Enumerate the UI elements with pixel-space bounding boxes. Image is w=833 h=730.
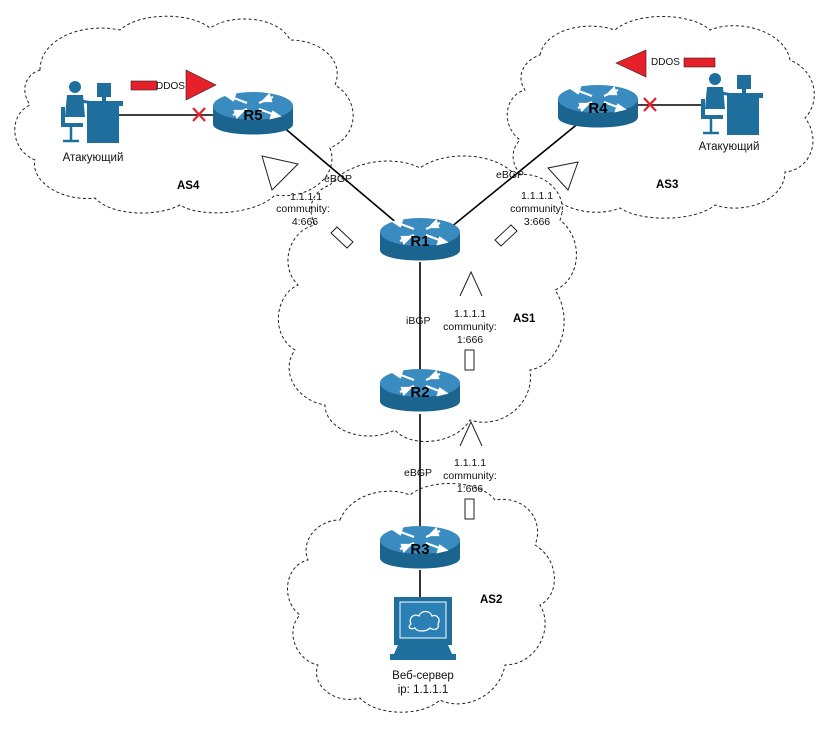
announce-r3-r2-community: 1:666 — [457, 483, 483, 495]
attacker-right-label: Атакующий — [699, 141, 760, 153]
router-r4: R4 — [556, 83, 640, 129]
announce-r2-r1-prefix: 1.1.1.1 — [454, 308, 486, 320]
announce-r2-r1-community: 1:666 — [457, 334, 483, 346]
announce-r2-r1-community-label: community: — [443, 321, 497, 333]
router-r2-label: R2 — [410, 384, 429, 401]
announce-arrow-icon — [459, 270, 483, 371]
announce-r3-r2-community-label: community: — [443, 470, 497, 482]
router-r1-label: R1 — [410, 233, 429, 250]
announce-left-community-label: community: — [276, 203, 330, 215]
web-server: Веб-сервер ip: 1.1.1.1 — [390, 597, 456, 696]
router-r5: R5 — [211, 90, 295, 136]
server-icon — [390, 597, 456, 660]
announce-right-prefix: 1.1.1.1 — [521, 190, 553, 202]
announce-arrow-left: 1.1.1.1 community: 4:666 — [261, 155, 354, 249]
attacker-left-label: Атакующий — [63, 152, 124, 164]
link-r5-r1 — [274, 119, 406, 231]
announce-arrow-right: 1.1.1.1 community: 3:666 — [494, 161, 579, 247]
label-link-r4-r1: eBGP — [496, 169, 524, 181]
ddos-label-right: DDOS — [651, 57, 680, 68]
server-ip: ip: 1.1.1.1 — [398, 684, 449, 696]
label-link-r5-r1: eBGP — [324, 173, 352, 185]
cloud-as3 — [506, 16, 815, 219]
label-link-r1-r2: iBGP — [406, 315, 431, 327]
announce-right-community: 3:666 — [524, 216, 550, 228]
router-r5-label: R5 — [243, 107, 262, 124]
ddos-arrow-icon — [615, 49, 716, 78]
ddos-label-left: DDOS — [156, 81, 185, 92]
label-link-r2-r3: eBGP — [404, 467, 432, 479]
announce-arrow-r3-r2: 1.1.1.1 community: 1:666 — [443, 420, 497, 520]
ddos-arrow-right: DDOS — [615, 49, 716, 78]
as2-label: AS2 — [480, 594, 502, 606]
cloud-as1 — [278, 155, 577, 442]
router-r4-label: R4 — [588, 100, 608, 117]
router-r1: R1 — [378, 216, 462, 262]
as3-label: AS3 — [656, 179, 678, 191]
link-r4-r1 — [444, 121, 581, 233]
block-x-icon — [192, 107, 206, 122]
server-label: Веб-сервер — [392, 670, 454, 682]
announce-arrow-icon — [261, 155, 354, 249]
as1-label: AS1 — [513, 313, 536, 325]
announce-right-community-label: community: — [510, 203, 564, 215]
router-r3-label: R3 — [410, 541, 429, 558]
ddos-arrow-icon — [130, 69, 217, 101]
router-r2: R2 — [378, 367, 462, 413]
announce-left-community: 4:666 — [292, 216, 318, 228]
router-r3: R3 — [378, 524, 462, 570]
block-x-icon — [643, 97, 657, 112]
announce-arrow-r2-r1: 1.1.1.1 community: 1:666 — [443, 270, 497, 371]
announce-r3-r2-prefix: 1.1.1.1 — [454, 457, 486, 469]
announce-arrow-icon — [494, 161, 579, 247]
announce-arrow-icon — [459, 420, 483, 520]
as4-label: AS4 — [177, 180, 200, 192]
ddos-arrow-left: DDOS — [130, 69, 217, 101]
announce-left-prefix: 1.1.1.1 — [290, 191, 322, 203]
